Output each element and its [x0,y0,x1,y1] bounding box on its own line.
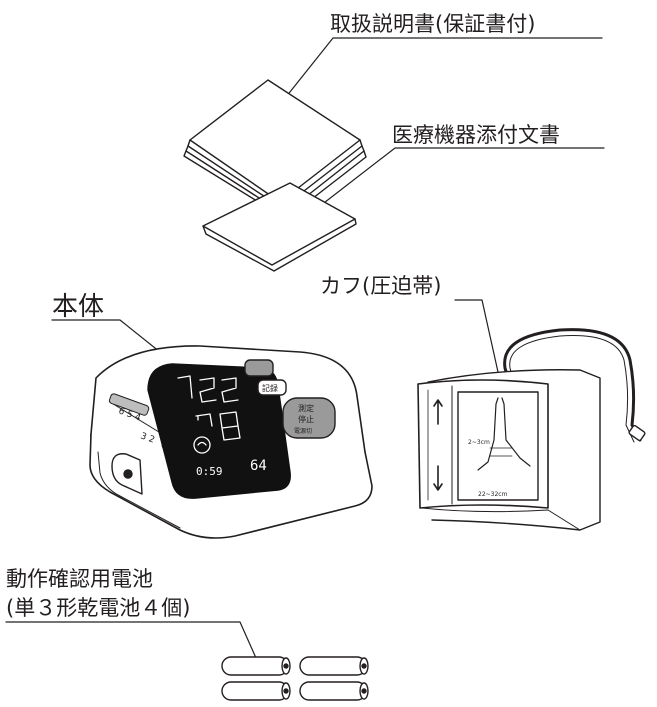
batteries-label-line2: (単３形乾電池４個) [6,596,191,620]
device-doc-label: 医療機器添付文書 [392,123,560,147]
measure-stop-button [282,397,336,439]
main-unit-label: 本体 [52,292,105,322]
cuff-range-small: 2~3cm [468,439,490,446]
lcd-pulse: 64 [250,458,267,474]
battery-icon [299,656,369,676]
batteries [221,656,369,701]
measure-button-line3: 電源切 [294,427,312,435]
manual-label: 取扱説明書(保証書付) [330,12,536,36]
user-select-button [244,359,274,377]
batteries-label-line1: 動作確認用電池 [6,567,153,591]
device-document-icon [202,182,357,272]
svg-text:3 2: 3 2 [139,431,156,445]
measure-button-line1: 測定 [298,403,314,413]
lcd-digits [177,375,241,454]
memory-button-label: 記録 [262,383,278,393]
battery-icon [299,681,369,701]
lcd-time: 0:59 [196,465,223,478]
cuff-illustration: 2~3cm 22~32cm [417,328,646,531]
leader-lines [5,37,605,659]
measure-button-line2: 停止 [298,414,314,424]
battery-icon [221,681,291,701]
cuff-label: カフ(圧迫帯) [320,274,442,298]
memory-button [257,379,287,396]
battery-icon [221,656,291,676]
blood-pressure-monitor: 6 5 4 3 2 1 64 0:59 記録 測定 停止 電源切 [89,345,373,539]
cuff-range-large: 22~32cm [478,491,508,498]
cuff-instruction-panel [457,391,539,501]
